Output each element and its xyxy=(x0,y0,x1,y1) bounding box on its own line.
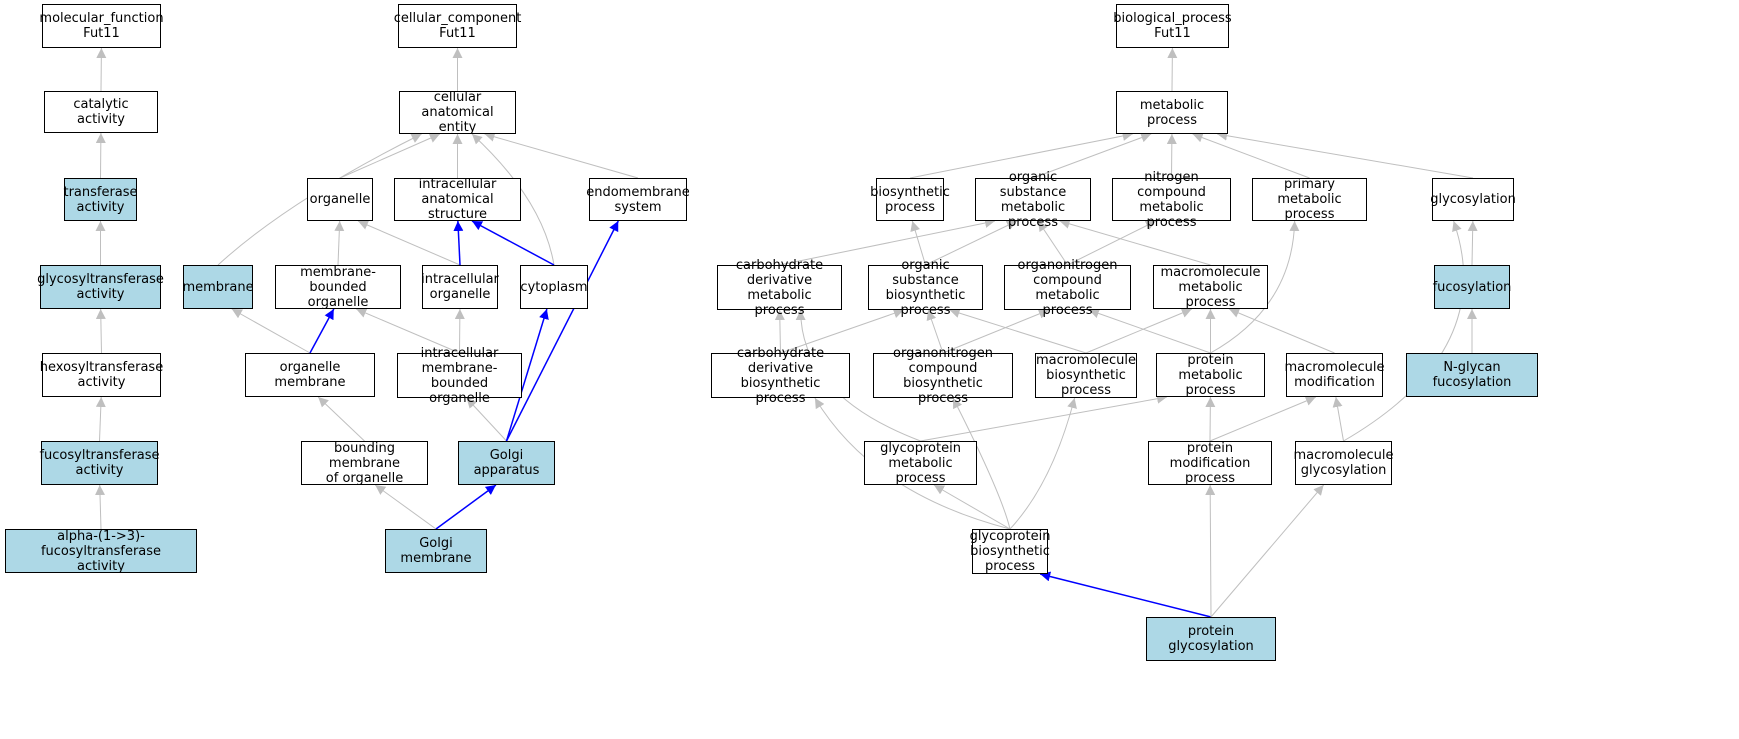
term-node-pmodp: protein modification process xyxy=(1148,441,1272,486)
term-node-transferase: transferase activity xyxy=(63,178,138,221)
edge-imbo-to-mbo xyxy=(356,308,460,354)
edge-onmp-to-ncmp xyxy=(1067,220,1157,266)
term-node-biosynthetic: biosynthetic process xyxy=(870,178,950,221)
edge-golgi-to-imbo xyxy=(466,397,507,442)
edge-organelle-to-cae xyxy=(339,133,441,179)
term-node-mbp: macromolecule biosynthetic process xyxy=(1035,353,1137,398)
term-node-nglycan: N-glycan fucosylation xyxy=(1406,353,1538,397)
edge-golgi_mem-to-bmo xyxy=(374,484,437,530)
term-node-cae: cellular anatomical entity xyxy=(399,90,516,135)
term-node-catalytic: catalytic activity xyxy=(44,91,158,133)
edge-protglyc-to-mglyc xyxy=(1210,484,1325,618)
edge-gpbp-to-gpmp xyxy=(933,484,1011,530)
term-node-bmo: bounding membrane of organelle xyxy=(301,441,428,486)
edge-io-to-ias xyxy=(453,220,464,266)
term-node-metabolic: metabolic process xyxy=(1116,91,1228,134)
edge-mbp-to-osbp xyxy=(949,308,1087,354)
term-node-hexosyltransferase: hexosyltransferase activity xyxy=(40,353,163,397)
term-node-cytoplasm: cytoplasm xyxy=(520,265,588,309)
term-node-io: intracellular organelle xyxy=(421,265,499,309)
term-node-mmod: macromolecule modification xyxy=(1285,353,1385,397)
term-node-cdbp: carbohydrate derivative biosynthetic pro… xyxy=(711,346,850,406)
term-node-mf-root: molecular_function Fut11 xyxy=(39,4,164,48)
edge-onbp-to-osbp xyxy=(926,309,944,354)
edge-protglyc-to-gpbp xyxy=(1039,571,1212,618)
term-node-mbo: membrane-bounded organelle xyxy=(275,265,401,310)
term-node-osmp: organic substance metabolic process xyxy=(975,170,1091,230)
edge-cdbp-to-cdmp xyxy=(774,309,785,354)
edge-bmo-to-om xyxy=(317,396,365,442)
edge-osbp-to-biosynthetic xyxy=(910,220,926,266)
edge-fucosylation-to-glycosylation xyxy=(1467,220,1478,266)
edge-protglyc-to-pmodp xyxy=(1205,484,1216,618)
edge-golgi-to-endomembrane xyxy=(505,220,619,442)
edge-fucosyltransferase-to-hexosyltransferase xyxy=(95,396,106,442)
term-node-onbp: organonitrogen compound biosynthetic pro… xyxy=(873,346,1013,406)
edge-protmp-to-onmp xyxy=(1088,308,1211,354)
edge-pmp-to-metabolic xyxy=(1192,132,1310,179)
term-node-mmp: macromolecule metabolic process xyxy=(1153,265,1268,310)
term-node-alpha13: alpha-(1->3)-fucosyltransferase activity xyxy=(5,529,197,574)
term-node-onmp: organonitrogen compound metabolic proces… xyxy=(1004,258,1131,318)
edge-om-to-mbo xyxy=(309,308,335,354)
edge-mglyc-to-mmod xyxy=(1332,396,1344,442)
term-node-mglyc: macromolecule glycosylation xyxy=(1294,441,1394,485)
edge-cytoplasm-to-ias xyxy=(471,220,555,266)
term-node-gpbp: glycoprotein biosynthetic process xyxy=(969,529,1051,574)
term-node-protglyc: protein glycosylation xyxy=(1146,617,1276,661)
edge-biosynthetic-to-metabolic xyxy=(909,131,1133,179)
edge-pmodp-to-mmod xyxy=(1209,396,1317,442)
edge-cdbp-to-osbp xyxy=(780,308,904,354)
term-node-fucosyltransferase: fucosyltransferase activity xyxy=(39,441,160,485)
term-node-glycosylation: glycosylation xyxy=(1430,178,1516,221)
edge-cytoplasm-to-cae xyxy=(471,133,555,266)
term-node-om: organelle membrane xyxy=(245,353,375,397)
edge-mmod-to-mmp xyxy=(1228,308,1335,354)
term-node-bp-root: biological_process Fut11 xyxy=(1113,4,1232,48)
term-node-golgi-mem: Golgi membrane xyxy=(385,529,487,573)
edge-mglyc-to-glycosylation xyxy=(1343,220,1465,442)
edge-gpbp-to-onbp xyxy=(952,397,1011,530)
term-node-gpmp: glycoprotein metabolic process xyxy=(864,441,977,486)
edge-hexosyltransferase-to-glycosyltransferase xyxy=(95,308,106,354)
term-node-protmp: protein metabolic process xyxy=(1156,353,1265,398)
edge-osmp-to-metabolic xyxy=(1032,132,1152,179)
edge-glycosylation-to-metabolic xyxy=(1217,130,1474,179)
edge-onmp-to-osmp xyxy=(1037,220,1068,266)
term-node-membrane: membrane xyxy=(182,265,254,309)
edge-membrane-to-cae xyxy=(217,133,422,266)
edge-alpha13-to-fucosyltransferase xyxy=(95,484,106,530)
edge-onbp-to-onmp xyxy=(942,309,1050,354)
edge-om-to-membrane xyxy=(231,308,311,354)
edge-endomembrane-to-cae xyxy=(484,131,639,179)
term-node-cdmp: carbohydrate derivative metabolic proces… xyxy=(717,258,842,318)
edge-io-to-organelle xyxy=(357,220,461,266)
term-node-glycosyltransferase: glycosyltransferase activity xyxy=(37,265,164,309)
edge-gpmp-to-protmp xyxy=(920,393,1168,442)
edge-mbo-to-organelle xyxy=(334,220,345,266)
edge-mmp-to-osmp xyxy=(1059,218,1211,266)
edge-golgi_mem-to-golgi xyxy=(435,484,497,530)
edge-golgi-to-cytoplasm xyxy=(505,308,549,442)
edge-osbp-to-osmp xyxy=(925,220,1018,266)
term-node-pmp: primary metabolic process xyxy=(1252,177,1367,222)
term-node-endomembrane: endomembrane system xyxy=(586,178,690,221)
term-node-golgi: Golgi apparatus xyxy=(458,441,555,485)
edge-mbp-to-mmp xyxy=(1085,308,1193,354)
edge-protmp-to-pmp xyxy=(1210,220,1300,354)
term-node-osbp: organic substance biosynthetic process xyxy=(868,258,983,318)
term-node-ias: intracellular anatomical structure xyxy=(394,177,521,222)
term-node-imbo: intracellular membrane-bounded organelle xyxy=(397,346,522,406)
edge-cdmp-to-osmp xyxy=(779,218,996,266)
term-node-ncmp: nitrogen compound metabolic process xyxy=(1112,170,1231,230)
term-node-fucosylation: fucosylation xyxy=(1433,265,1511,309)
term-node-organelle: organelle xyxy=(307,178,373,221)
term-node-cc-root: cellular_component Fut11 xyxy=(394,4,521,48)
edge-gpbp-to-mbp xyxy=(1009,397,1077,530)
